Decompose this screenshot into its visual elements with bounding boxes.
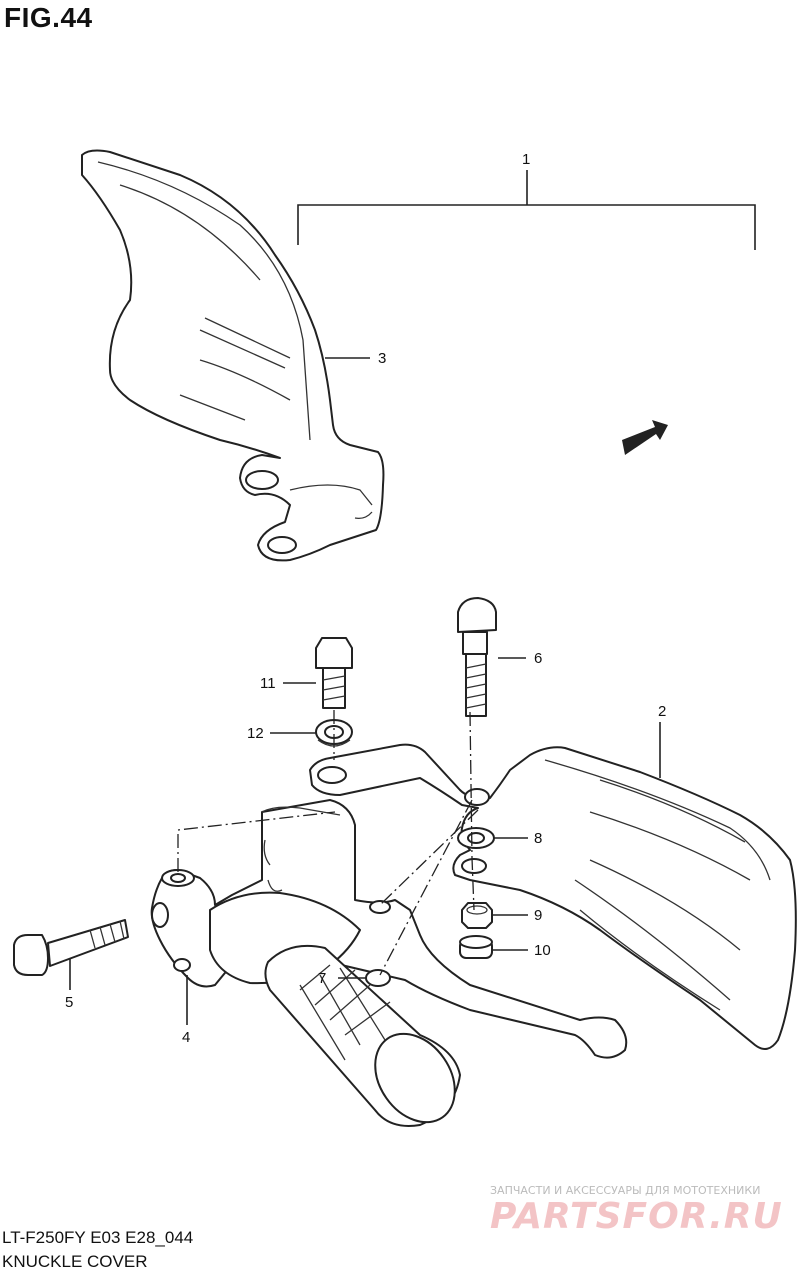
knuckle-cover-left — [81, 149, 385, 562]
callout-7: 7 — [318, 970, 326, 987]
assembly-bracket — [297, 170, 756, 250]
callout-10: 10 — [534, 942, 551, 959]
callout-6: 6 — [534, 650, 542, 667]
callout-1: 1 — [522, 151, 530, 168]
callout-5: 5 — [65, 994, 73, 1011]
callout-4: 4 — [182, 1029, 190, 1046]
callout-2: 2 — [658, 703, 666, 720]
figure-title: FIG.44 — [4, 2, 93, 33]
fwd-arrow-icon — [622, 420, 668, 455]
assembly-guides — [177, 710, 479, 976]
callout-3: 3 — [378, 350, 386, 367]
watermark-tagline: ЗАПЧАСТИ И АКСЕССУАРЫ ДЛЯ МОТОТЕХНИКИ — [490, 1184, 761, 1197]
bolt-clamp — [13, 919, 129, 976]
callout-11: 11 — [260, 675, 276, 692]
callouts: 1 2 3 4 5 6 7 8 9 10 11 12 — [65, 151, 666, 1046]
callout-8: 8 — [534, 830, 542, 847]
watermark-logo: PARTSFOR.RU — [490, 1196, 783, 1237]
figure-caption: KNUCKLE COVER — [2, 1252, 148, 1271]
spacer — [457, 827, 495, 849]
model-code: LT-F250FY E03 E28_044 — [2, 1228, 194, 1247]
bolt-short — [315, 637, 353, 709]
callout-12: 12 — [247, 725, 264, 742]
bolt-long — [457, 597, 497, 717]
callout-9: 9 — [534, 907, 542, 924]
leader-lines — [69, 357, 661, 1025]
collar — [459, 935, 493, 959]
lever-holder — [150, 799, 628, 1127]
nut — [461, 902, 493, 929]
